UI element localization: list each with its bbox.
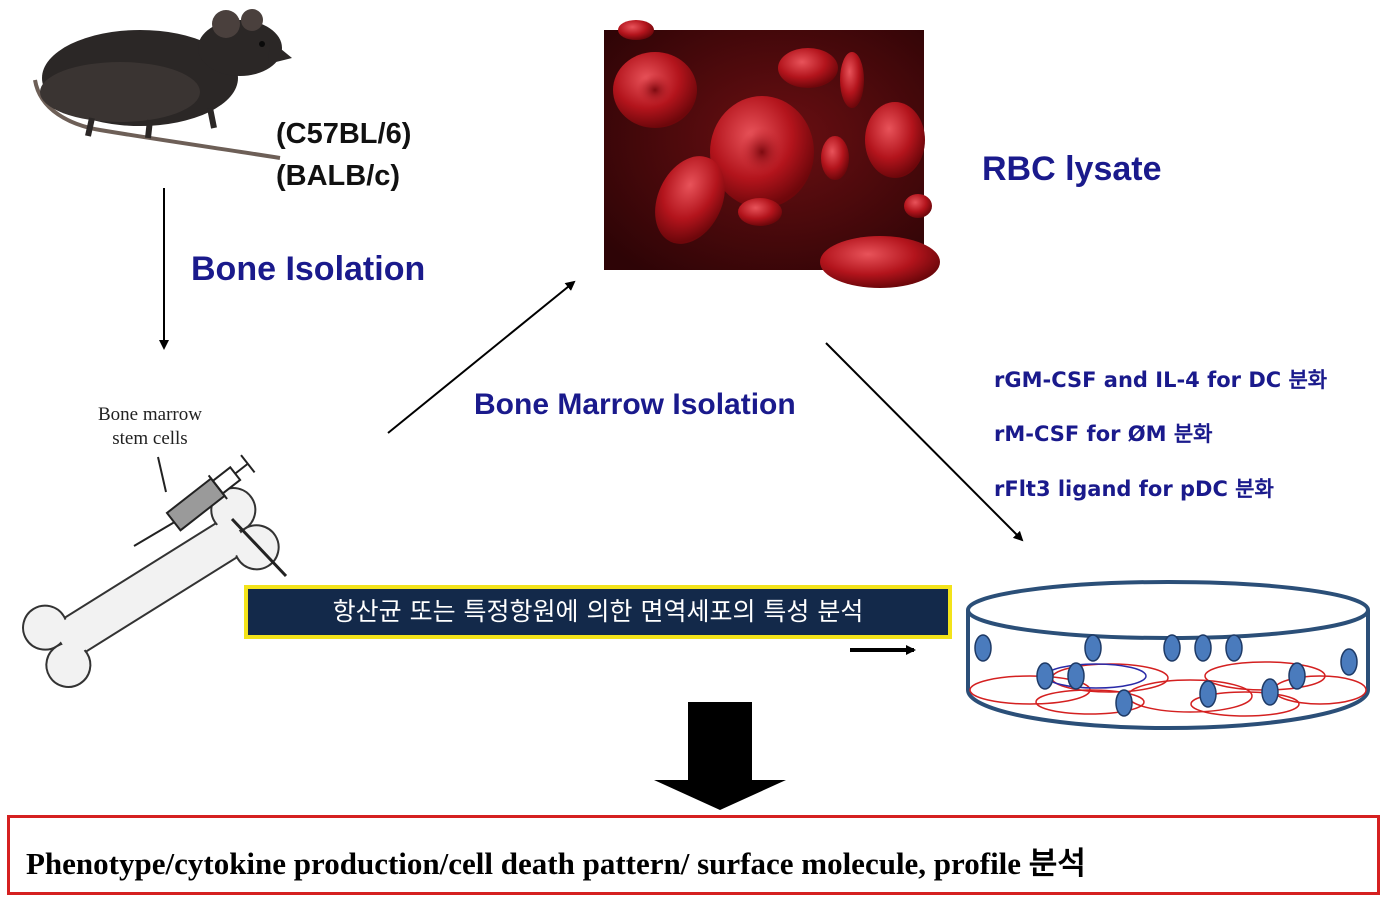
mouse-image (33, 9, 292, 160)
bone-illustration (22, 454, 288, 688)
mouse-strain-c57bl6: (C57BL/6) (276, 118, 412, 150)
result-box: Phenotype/cytokine production/cell death… (7, 815, 1380, 895)
mouse-strain-balbc: (BALB/c) (276, 160, 401, 192)
bone-marrow-label-line1: Bone marrow (98, 404, 202, 425)
condition-pdc: rFlt3 ligand for pDC 분화 (994, 477, 1274, 501)
step-bone-marrow-isolation: Bone Marrow Isolation (474, 388, 796, 421)
rbc-image (604, 20, 940, 288)
condition-dc: rGM-CSF and IL-4 for DC 분화 (994, 368, 1328, 392)
bone-marrow-label: Bone marrow stem cells (98, 403, 202, 451)
analysis-banner: 항산균 또는 특정항원에 의한 면역세포의 특성 분석 (244, 585, 952, 639)
arrow-bone-to-rbc (387, 280, 576, 434)
condition-macrophage: rM-CSF for ØM 분화 (994, 422, 1213, 446)
result-text: Phenotype/cytokine production/cell death… (26, 846, 1086, 881)
step-rbc-lysate: RBC lysate (982, 150, 1162, 188)
step-bone-isolation: Bone Isolation (191, 250, 426, 288)
culture-dish (966, 580, 1370, 730)
bone-marrow-label-line2: stem cells (112, 428, 188, 449)
arrow-rbc-to-dish (825, 342, 1024, 542)
big-down-arrow (654, 702, 786, 810)
